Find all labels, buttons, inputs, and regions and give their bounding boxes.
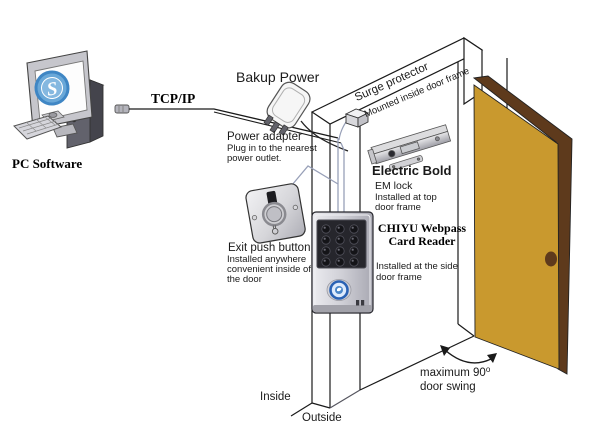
tcpip-cable bbox=[129, 108, 339, 139]
keypad-key-highlights bbox=[323, 226, 354, 262]
pc-software-label: PC Software bbox=[12, 156, 83, 171]
door-swing-line2: door swing bbox=[420, 381, 476, 393]
exit-button-wire bbox=[291, 165, 339, 186]
power-adapter-line1: Plug in to the nearest bbox=[227, 143, 317, 154]
power-cable bbox=[300, 120, 349, 152]
screw bbox=[251, 215, 258, 221]
outside-label: Outside bbox=[302, 412, 342, 424]
backup-power-label: Bakup Power bbox=[236, 69, 320, 85]
pc-monitor: S bbox=[26, 50, 93, 138]
door bbox=[472, 75, 573, 375]
reader-sensor-button bbox=[326, 279, 352, 301]
surge-wire bbox=[338, 121, 347, 141]
power-plug-icon bbox=[263, 81, 311, 136]
screw bbox=[292, 204, 298, 210]
tcpip-label: TCP/IP bbox=[151, 91, 196, 106]
lock-bolt-hole bbox=[388, 150, 396, 158]
card-reader-line1: Installed at the side bbox=[376, 261, 458, 272]
inside-label: Inside bbox=[260, 391, 291, 403]
electric-bolt-line1: Installed at top bbox=[375, 192, 437, 203]
chiyu-logo-icon: S bbox=[34, 70, 70, 106]
card-reader-line2: door frame bbox=[376, 272, 422, 283]
surge-protector-box bbox=[344, 108, 370, 128]
wall-corner-bottom bbox=[311, 402, 331, 409]
reader-bottom-strip bbox=[313, 305, 372, 312]
inside-outside-floor-line bbox=[290, 402, 313, 417]
card-reader-title-line1: CHIYU Webpass bbox=[377, 221, 467, 235]
hand-press-icon bbox=[271, 225, 279, 235]
pc-illustration: S bbox=[13, 50, 105, 149]
electric-bolt-sub: EM lock bbox=[375, 180, 413, 192]
exit-button-line2: convenient inside of bbox=[227, 264, 311, 275]
arrowhead-left bbox=[440, 345, 450, 356]
lock-strike-plate bbox=[389, 155, 424, 171]
exit-button-line3: the door bbox=[227, 274, 262, 285]
wall-cable-2 bbox=[340, 142, 345, 215]
wall-and-door-frame bbox=[290, 36, 508, 417]
power-adapter-title: Power adapter bbox=[227, 131, 302, 143]
ethernet-connector-icon bbox=[114, 104, 130, 114]
degree-sup: o bbox=[485, 365, 491, 374]
logo-letter: S bbox=[46, 78, 59, 100]
power-adapter-line2: power outlet. bbox=[227, 153, 282, 164]
plug-prong bbox=[278, 124, 289, 136]
door-edge bbox=[472, 75, 573, 375]
doorway-floor-line bbox=[359, 335, 475, 391]
door-swing-line1: maximum 90o bbox=[420, 365, 491, 379]
button-label-window bbox=[266, 190, 278, 205]
card-reader-title-line2: Card Reader bbox=[388, 234, 456, 248]
reader-brand-mark bbox=[356, 300, 365, 306]
pc-keyboard bbox=[13, 115, 62, 140]
wall-bottom-edge bbox=[329, 389, 361, 409]
door-face bbox=[473, 84, 560, 370]
keypad-keys bbox=[321, 224, 359, 267]
plug-prong bbox=[263, 114, 274, 126]
card-reader bbox=[311, 211, 374, 314]
plug-prong bbox=[269, 121, 281, 134]
door-swing-arrow bbox=[440, 345, 497, 364]
exit-button-title: Exit push button bbox=[228, 242, 311, 254]
exit-push-button bbox=[245, 183, 306, 244]
electric-bolt-line2: door frame bbox=[375, 202, 421, 213]
arrowhead-right bbox=[487, 353, 497, 363]
jamb-bottom-edge bbox=[457, 323, 475, 337]
door-knob bbox=[545, 251, 557, 267]
exit-button-line1: Installed anywhere bbox=[227, 254, 307, 265]
door-swing-text: maximum 90 bbox=[420, 367, 486, 379]
em-lock-illustration bbox=[367, 124, 452, 171]
electric-bolt-title: Electric Bold bbox=[372, 163, 452, 178]
